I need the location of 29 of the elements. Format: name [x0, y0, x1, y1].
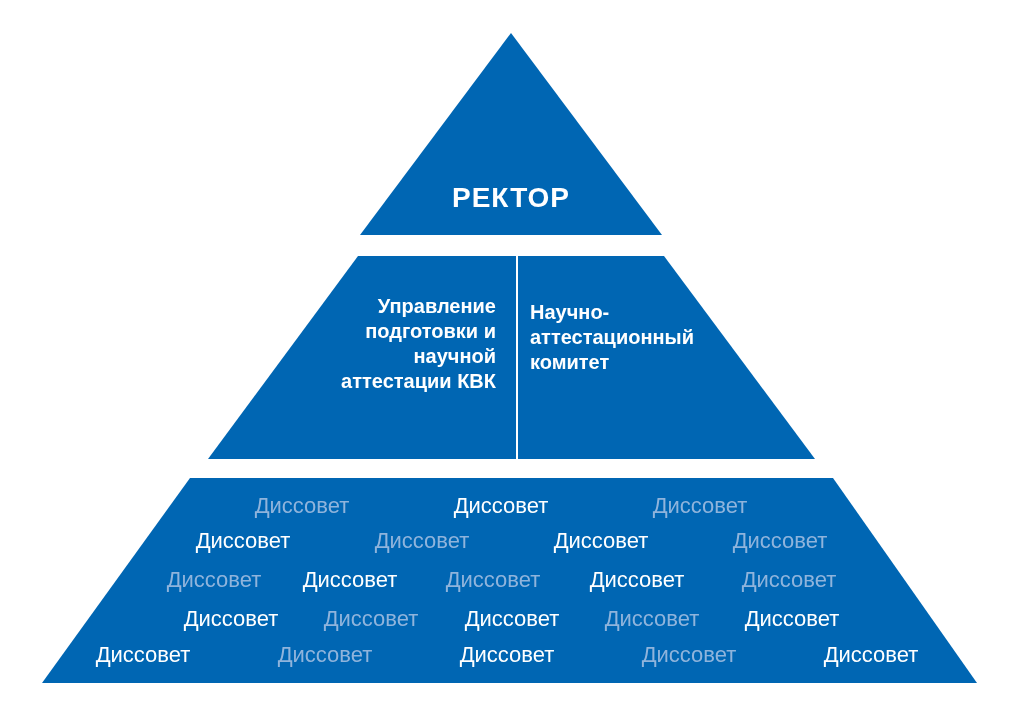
pyramid-middle-right-section — [518, 256, 815, 459]
council-label: Диссовет — [731, 528, 829, 554]
section-label: Научно-аттестационный комитет — [530, 300, 695, 375]
council-label: Диссовет — [603, 606, 701, 632]
council-label: Диссовет — [165, 567, 263, 593]
council-label: Диссовет — [588, 567, 686, 593]
council-label: Диссовет — [552, 528, 650, 554]
council-label: Диссовет — [276, 642, 374, 668]
council-label: Диссовет — [182, 606, 280, 632]
section-label: Управление подготовки и научной аттестации КВК — [340, 294, 496, 394]
council-label: Диссовет — [194, 528, 292, 554]
pyramid-middle-left-section — [208, 256, 516, 459]
council-label: Диссовет — [373, 528, 471, 554]
council-label: Диссовет — [822, 642, 920, 668]
council-label: Диссовет — [452, 493, 550, 519]
council-label: Диссовет — [301, 567, 399, 593]
council-label: Диссовет — [322, 606, 420, 632]
council-label: Диссовет — [651, 493, 749, 519]
pyramid-base-trapezoid — [42, 478, 977, 683]
council-label: Диссовет — [444, 567, 542, 593]
council-label: Диссовет — [740, 567, 838, 593]
pyramid-top-triangle — [360, 33, 662, 235]
council-label: Диссовет — [463, 606, 561, 632]
council-label: Диссовет — [458, 642, 556, 668]
title-label: РЕКТОР — [451, 185, 571, 210]
council-label: Диссовет — [743, 606, 841, 632]
council-label: Диссовет — [253, 493, 351, 519]
council-label: Диссовет — [94, 642, 192, 668]
council-label: Диссовет — [640, 642, 738, 668]
